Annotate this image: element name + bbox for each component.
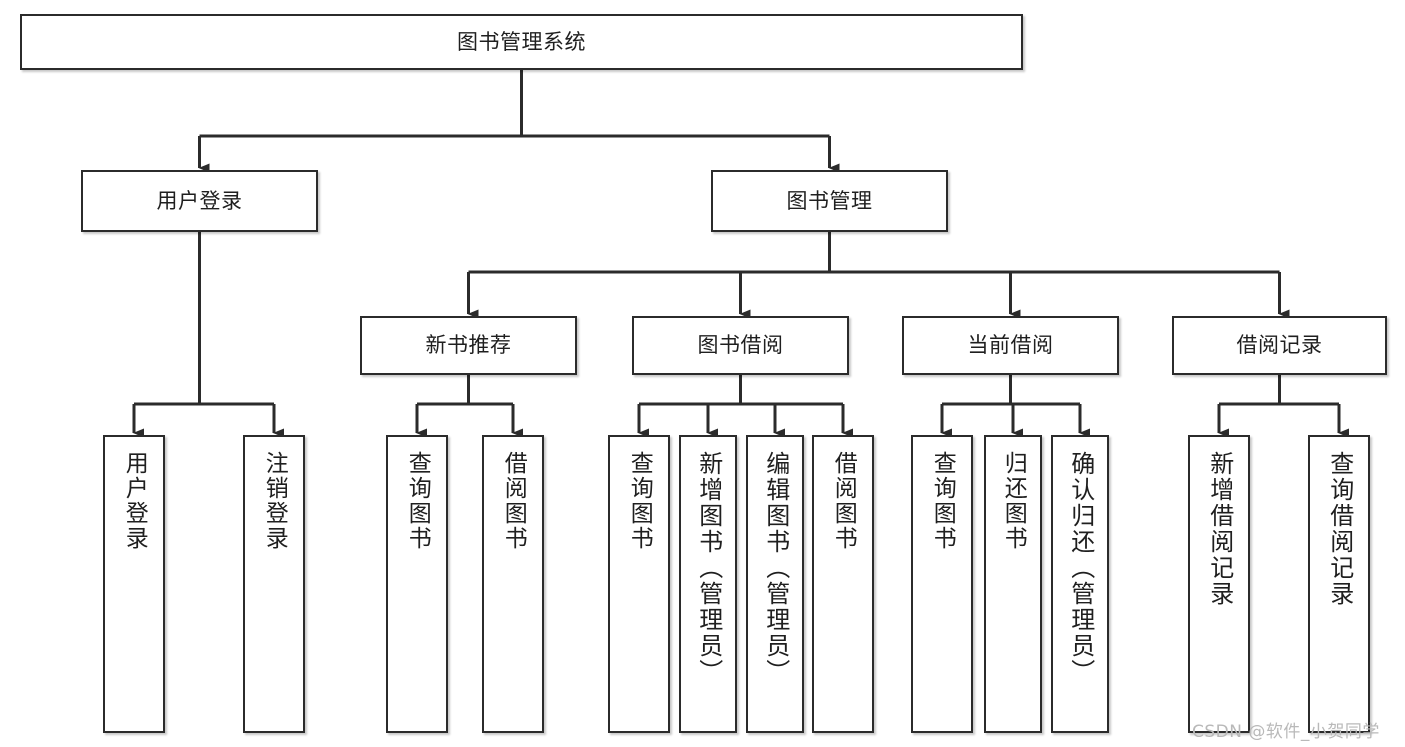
node-label-user-login: 用户登录 (156, 188, 243, 213)
node-label-leaf-query-record: 查询借阅记录 (1325, 451, 1354, 607)
node-label-leaf-return-book: 归还图书 (1000, 451, 1027, 551)
node-user-login[interactable]: 用户登录 (81, 170, 318, 232)
node-label-leaf-borrow-book-2: 借阅图书 (830, 451, 857, 551)
node-leaf-borrow-book-2[interactable]: 借阅图书 (812, 435, 874, 733)
node-label-leaf-confirm-return: 确认归还（管理员） (1066, 451, 1095, 685)
node-label-leaf-add-record: 新增借阅记录 (1205, 451, 1234, 607)
node-label-leaf-query-book-3: 查询图书 (929, 451, 956, 551)
node-leaf-logout[interactable]: 注销登录 (243, 435, 305, 733)
node-leaf-return-book[interactable]: 归还图书 (984, 435, 1042, 733)
node-leaf-query-book-2[interactable]: 查询图书 (608, 435, 670, 733)
node-label-leaf-query-book-1: 查询图书 (404, 451, 431, 551)
node-label-leaf-user-login: 用户登录 (121, 451, 148, 551)
node-label-new-book-rec: 新书推荐 (425, 333, 512, 358)
node-label-leaf-query-book-2: 查询图书 (626, 451, 653, 551)
node-book-borrow[interactable]: 图书借阅 (632, 316, 849, 375)
node-label-leaf-logout: 注销登录 (261, 451, 288, 551)
node-leaf-borrow-book-1[interactable]: 借阅图书 (482, 435, 544, 733)
node-book-manage[interactable]: 图书管理 (711, 170, 948, 232)
node-label-leaf-borrow-book-1: 借阅图书 (500, 451, 527, 551)
edge-group (132, 70, 1349, 438)
node-label-current-borrow: 当前借阅 (967, 333, 1054, 358)
node-leaf-confirm-return[interactable]: 确认归还（管理员） (1051, 435, 1109, 733)
node-leaf-query-book-3[interactable]: 查询图书 (911, 435, 973, 733)
node-label-root: 图书管理系统 (457, 29, 586, 54)
node-leaf-edit-book[interactable]: 编辑图书（管理员） (746, 435, 804, 733)
node-label-leaf-edit-book: 编辑图书（管理员） (761, 451, 790, 685)
node-current-borrow[interactable]: 当前借阅 (902, 316, 1119, 375)
node-leaf-query-book-1[interactable]: 查询图书 (386, 435, 448, 733)
node-leaf-add-book[interactable]: 新增图书（管理员） (679, 435, 737, 733)
csdn-watermark: CSDN @软件_小贺同学 (1192, 722, 1380, 742)
node-leaf-add-record[interactable]: 新增借阅记录 (1188, 435, 1250, 733)
node-root[interactable]: 图书管理系统 (20, 14, 1023, 70)
node-label-book-borrow: 图书借阅 (697, 333, 784, 358)
node-label-book-manage: 图书管理 (786, 188, 873, 213)
node-label-leaf-add-book: 新增图书（管理员） (694, 451, 723, 685)
node-borrow-record[interactable]: 借阅记录 (1172, 316, 1387, 375)
node-new-book-rec[interactable]: 新书推荐 (360, 316, 577, 375)
node-leaf-user-login[interactable]: 用户登录 (103, 435, 165, 733)
node-leaf-query-record[interactable]: 查询借阅记录 (1308, 435, 1370, 733)
node-label-borrow-record: 借阅记录 (1236, 333, 1323, 358)
